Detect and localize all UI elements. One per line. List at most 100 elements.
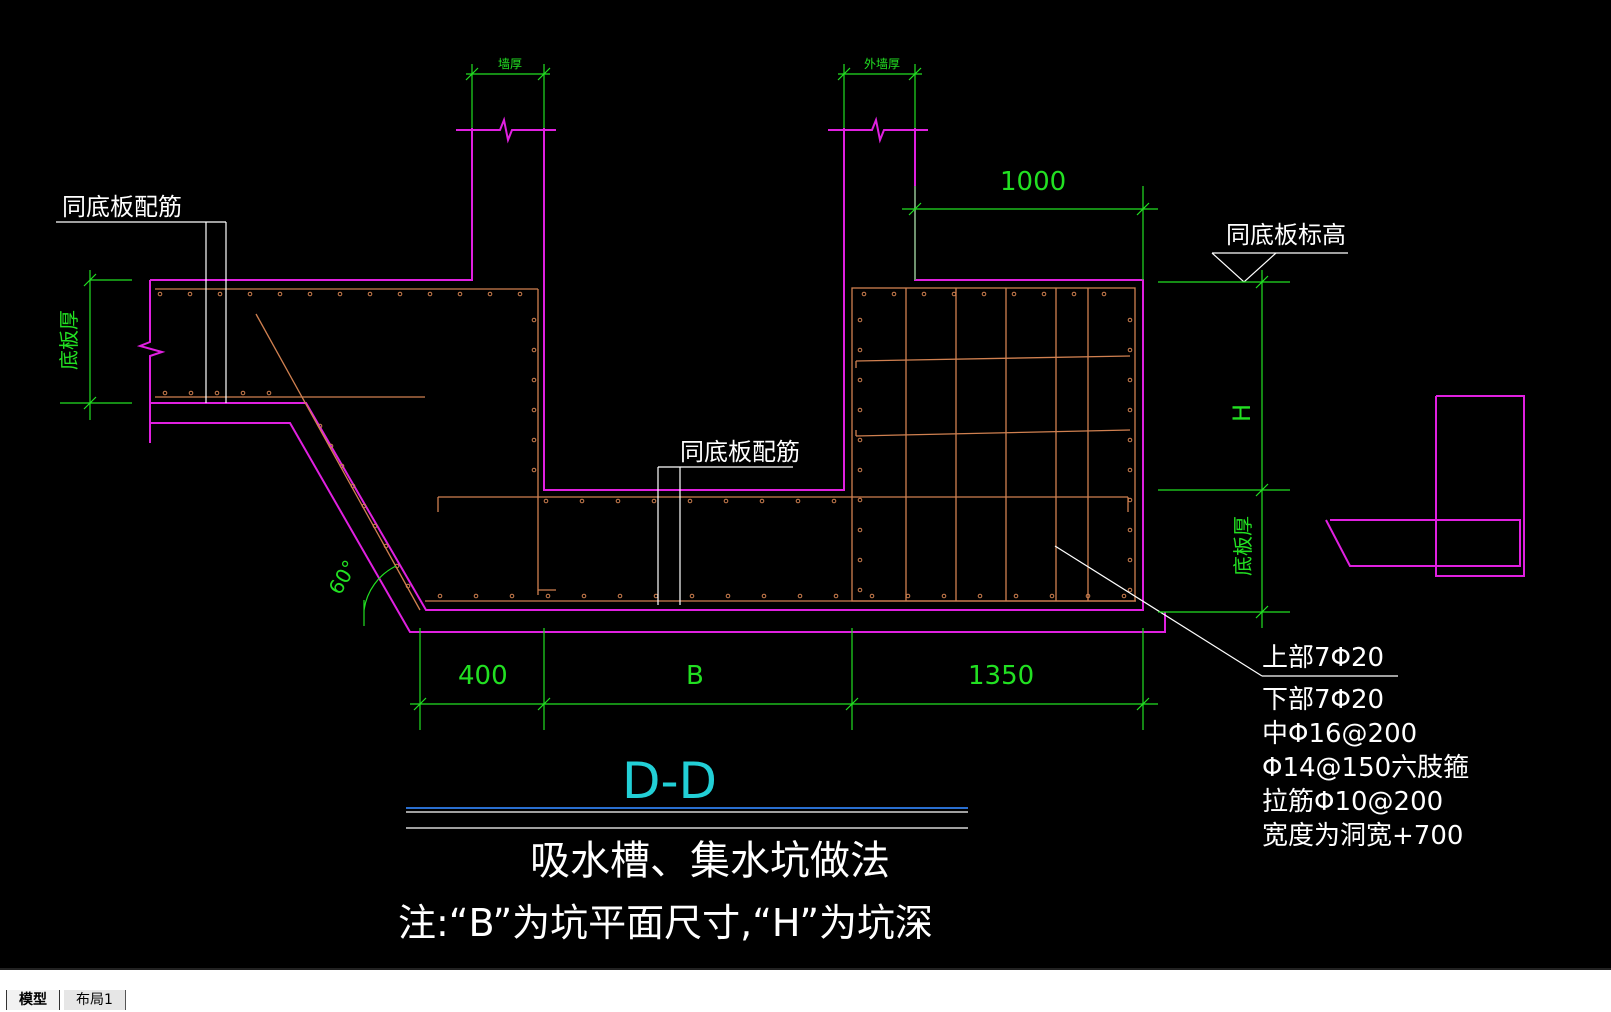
rebar-dot <box>1127 497 1133 503</box>
rebar-dot <box>759 498 765 504</box>
rebar-dot <box>723 498 729 504</box>
rebar-dot <box>951 291 957 297</box>
rebar-dots <box>157 291 1133 599</box>
cad-drawing-canvas[interactable]: 同底板配筋 同底板配筋 同底板标高 墙厚 外墙厚 底板厚 底板厚 1000 40… <box>0 0 1611 968</box>
rebar-dot <box>531 317 537 323</box>
rebar-dot <box>531 437 537 443</box>
rebar-dot <box>247 291 253 297</box>
rebar-dot <box>921 291 927 297</box>
rebar-dot <box>857 347 863 353</box>
rebar-dot <box>1011 291 1017 297</box>
rebar-dot <box>651 498 657 504</box>
rebar-dot <box>725 593 731 599</box>
rebar-dot <box>531 467 537 473</box>
rebar-spec-line: 下部7Φ20 <box>1262 685 1384 715</box>
rebar-spec-line: 宽度为洞宽+700 <box>1262 821 1463 851</box>
note-same-slab-rebar-left: 同底板配筋 <box>62 193 182 221</box>
rebar-dot <box>1101 291 1107 297</box>
rebar-dot <box>1041 291 1047 297</box>
rebar-dot <box>797 593 803 599</box>
rebar-dot <box>509 593 515 599</box>
rebar-dot <box>687 498 693 504</box>
rebar-dot <box>317 423 323 429</box>
rebar-dot <box>531 347 537 353</box>
rebar-dot <box>372 523 378 529</box>
rebar-dot <box>857 557 863 563</box>
rebar-lines <box>155 287 1136 611</box>
rebar-spec-line: 中Φ16@200 <box>1262 719 1417 749</box>
rebar-dot <box>543 498 549 504</box>
rebar-dot <box>1127 317 1133 323</box>
rebar-dot <box>857 527 863 533</box>
rebar-dot <box>1127 587 1133 593</box>
rebar-dot <box>861 291 867 297</box>
dimension-400: 400 <box>458 661 508 691</box>
rebar-dot <box>579 498 585 504</box>
rebar-dot <box>857 377 863 383</box>
rebar-dot <box>1071 291 1077 297</box>
rebar-dot <box>857 437 863 443</box>
rebar-dot <box>361 503 367 509</box>
rebar-dot <box>977 593 983 599</box>
rebar-dot <box>857 497 863 503</box>
rebar-dot <box>397 291 403 297</box>
rebar-dot <box>266 390 272 396</box>
rebar-dot <box>531 377 537 383</box>
tab-model[interactable]: 模型 <box>6 990 60 1010</box>
dimension-b: B <box>686 661 704 691</box>
rebar-dot <box>277 291 283 297</box>
rebar-dot <box>1127 527 1133 533</box>
subtitle: 吸水槽、集水坑做法 <box>530 838 890 884</box>
rebar-dot <box>833 593 839 599</box>
rebar-dot <box>162 390 168 396</box>
label-slab-thickness-right: 底板厚 <box>1231 516 1255 576</box>
rebar-dot <box>857 317 863 323</box>
rebar-dot <box>531 407 537 413</box>
rebar-dot <box>689 593 695 599</box>
rebar-dot <box>1127 437 1133 443</box>
note-same-slab-rebar-center: 同底板配筋 <box>680 438 800 466</box>
rebar-dot <box>1121 593 1127 599</box>
rebar-dot <box>857 467 863 473</box>
section-title: D-D <box>622 752 717 810</box>
rebar-dot <box>653 593 659 599</box>
rebar-dot <box>869 593 875 599</box>
rebar-dot <box>857 407 863 413</box>
rebar-dot <box>328 443 334 449</box>
rebar-dot <box>1127 467 1133 473</box>
dimension-1000: 1000 <box>1000 167 1066 197</box>
label-slab-thickness-left: 底板厚 <box>57 310 81 370</box>
rebar-dot <box>905 593 911 599</box>
rebar-dot <box>581 593 587 599</box>
rebar-dot <box>337 291 343 297</box>
rebar-dot <box>383 543 389 549</box>
tab-layout1[interactable]: 布局1 <box>64 990 126 1010</box>
rebar-dot <box>617 593 623 599</box>
dimension-1350: 1350 <box>968 661 1034 691</box>
rebar-dot <box>1085 593 1091 599</box>
rebar-dot <box>1127 407 1133 413</box>
rebar-dot <box>437 593 443 599</box>
rebar-dot <box>214 390 220 396</box>
rebar-dot <box>545 593 551 599</box>
label-wall-thickness: 墙厚 <box>498 57 522 71</box>
rebar-dot <box>487 291 493 297</box>
rebar-dot <box>187 291 193 297</box>
rebar-dot <box>405 583 411 589</box>
rebar-dot <box>473 593 479 599</box>
rebar-dot <box>217 291 223 297</box>
rebar-dot <box>350 483 356 489</box>
rebar-dot <box>891 291 897 297</box>
rebar-dot <box>1127 377 1133 383</box>
rebar-dot <box>857 587 863 593</box>
label-outer-wall-thickness: 外墙厚 <box>864 57 900 71</box>
rebar-spec-line: Φ14@150六肢箍 <box>1262 753 1469 783</box>
rebar-dot <box>427 291 433 297</box>
rebar-dot <box>981 291 987 297</box>
leader-lines <box>56 221 1398 829</box>
concrete-outline <box>136 116 1525 633</box>
rebar-dot <box>339 463 345 469</box>
rebar-specification: 上部7Φ20 下部7Φ20 中Φ16@200 Φ14@150六肢箍 拉筋Φ10@… <box>1262 643 1469 851</box>
rebar-dot <box>457 291 463 297</box>
rebar-spec-line: 拉筋Φ10@200 <box>1262 787 1443 817</box>
